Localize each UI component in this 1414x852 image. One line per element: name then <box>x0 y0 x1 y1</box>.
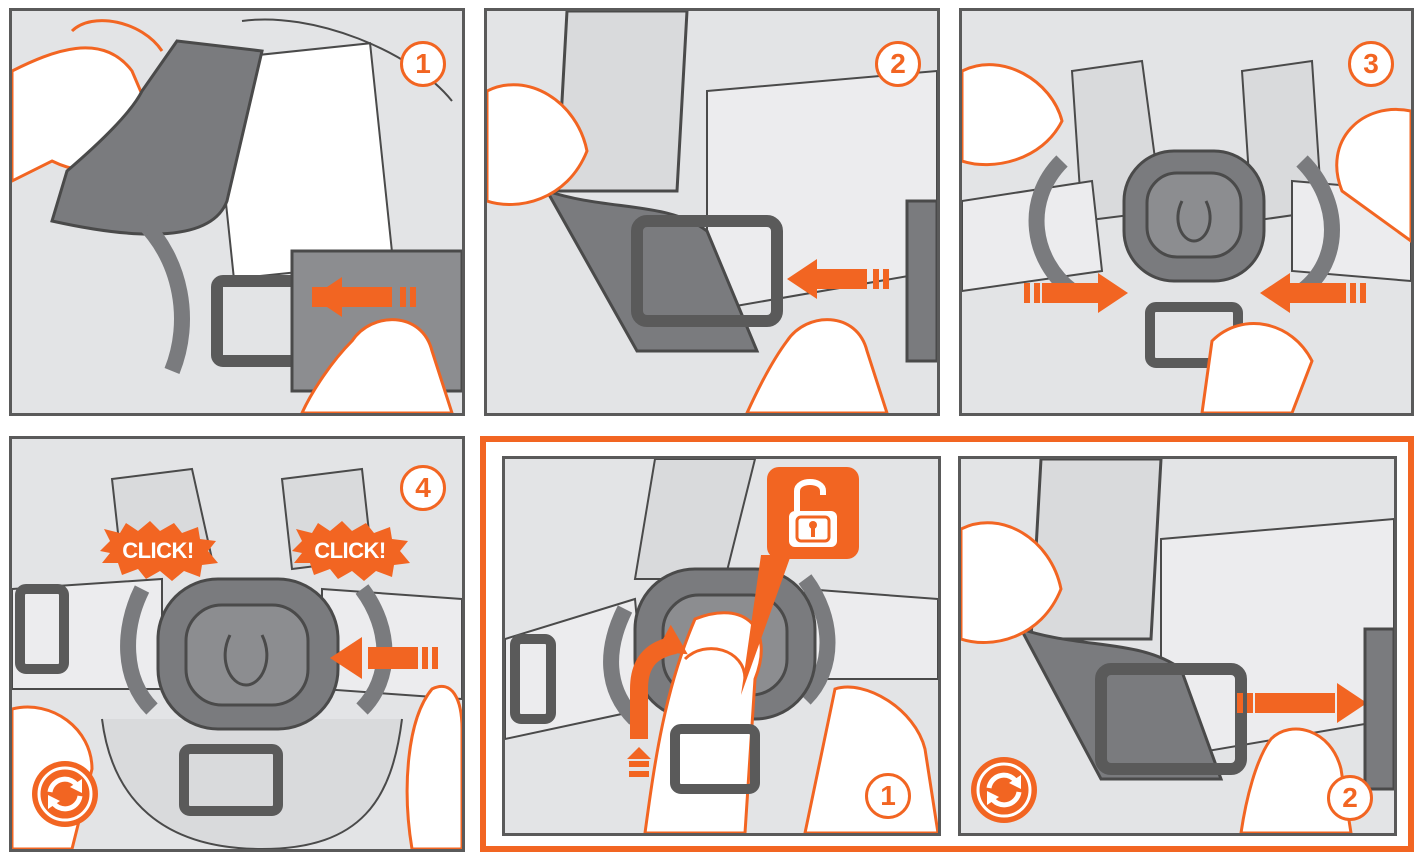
rotate-icon-graphic <box>30 759 100 829</box>
panel-step-3: 3 <box>959 8 1414 416</box>
step-number: 3 <box>1348 41 1394 87</box>
click-burst-right: CLICK! <box>288 521 412 581</box>
click-label: CLICK! <box>96 521 220 581</box>
panel-step-2: 2 <box>484 8 940 416</box>
unlock-icon <box>767 467 859 559</box>
click-burst-left: CLICK! <box>96 521 220 581</box>
step-number: 2 <box>1327 775 1373 821</box>
panel-step-1: 1 <box>9 8 465 416</box>
rotate-icon-graphic <box>969 755 1039 825</box>
step-number: 2 <box>875 41 921 87</box>
panel-3-illustration <box>962 11 1411 413</box>
step-number: 1 <box>865 773 911 819</box>
step-number: 1 <box>400 41 446 87</box>
step-number: 4 <box>400 465 446 511</box>
click-label: CLICK! <box>288 521 412 581</box>
unlock-callout <box>767 467 859 559</box>
panel-2-illustration <box>487 11 937 413</box>
rotate-icon <box>30 759 100 829</box>
release-panel-2: 2 <box>958 456 1397 836</box>
rotate-icon <box>969 755 1039 825</box>
callout-pointer <box>731 555 811 695</box>
panel-step-4: CLICK! CLICK! 4 <box>9 436 465 852</box>
panel-1-illustration <box>12 11 462 413</box>
release-panel-1: 1 <box>502 456 941 836</box>
